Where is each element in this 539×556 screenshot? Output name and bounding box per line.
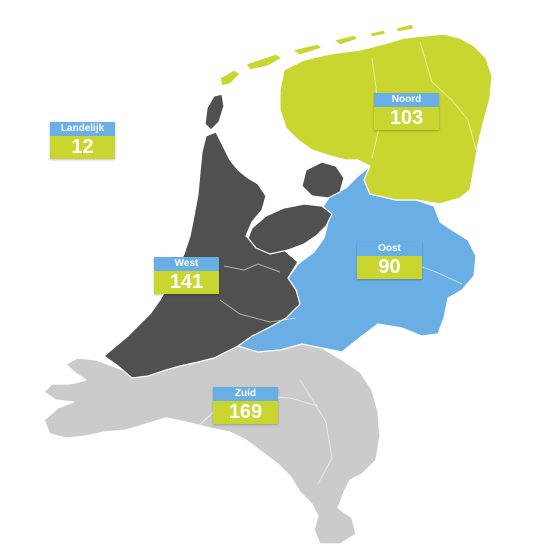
wadden-islands: [204, 23, 415, 131]
island-eastern[interactable]: [395, 23, 415, 33]
badge-oost-label: Oost: [357, 242, 422, 256]
badge-landelijk-label: Landelijk: [50, 122, 115, 136]
badge-oost[interactable]: Oost 90: [357, 242, 422, 279]
badge-noord[interactable]: Noord 103: [374, 93, 439, 130]
island-rottumeroog[interactable]: [369, 29, 387, 38]
region-zuid[interactable]: [43, 343, 381, 545]
badge-west-label: West: [154, 257, 219, 271]
region-flevoland[interactable]: [247, 203, 333, 255]
island-schiermonnikoog[interactable]: [333, 34, 359, 46]
island-terschelling[interactable]: [245, 53, 283, 71]
island-texel[interactable]: [204, 93, 225, 131]
badge-noord-value: 103: [374, 107, 439, 130]
badge-west[interactable]: West 141: [154, 257, 219, 294]
region-noordoostpolder[interactable]: [301, 161, 345, 199]
badge-zuid-value: 169: [213, 401, 278, 424]
badge-landelijk[interactable]: Landelijk 12: [50, 122, 115, 159]
badge-landelijk-value: 12: [50, 136, 115, 159]
badge-west-value: 141: [154, 271, 219, 294]
badge-zuid[interactable]: Zuid 169: [213, 387, 278, 424]
island-vlieland[interactable]: [219, 69, 241, 87]
badge-noord-label: Noord: [374, 93, 439, 107]
badge-oost-value: 90: [357, 256, 422, 279]
badge-zuid-label: Zuid: [213, 387, 278, 401]
island-ameland[interactable]: [291, 43, 323, 56]
